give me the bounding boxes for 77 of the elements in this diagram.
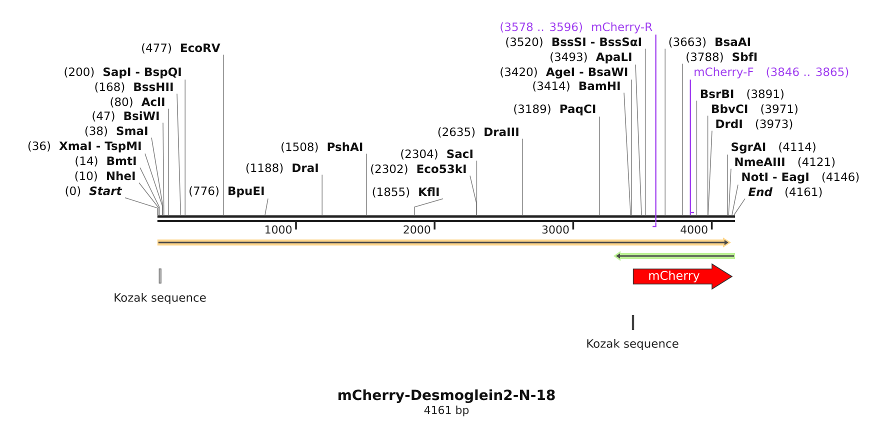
leader-line xyxy=(184,79,186,216)
leader-line xyxy=(664,48,666,216)
leader-line xyxy=(728,168,732,216)
leader-line xyxy=(264,198,268,216)
site-label: (3663) BsaAI xyxy=(669,37,750,48)
feature-mark xyxy=(158,268,162,284)
leader-line xyxy=(176,93,182,216)
scale-number: 3000 xyxy=(542,225,569,234)
site-label: (1855) KflI xyxy=(372,187,439,198)
leader-line xyxy=(708,130,712,216)
primer-label: mCherry-F (3846 .. 3865) xyxy=(694,67,848,78)
scale-number: 1000 xyxy=(266,225,292,234)
leader-line xyxy=(635,64,642,216)
leader-line xyxy=(599,116,600,216)
site-label: (776) BpuEI xyxy=(190,186,264,198)
leader-line xyxy=(734,198,746,216)
map-title: mCherry-Desmoglein2-N-18 xyxy=(338,389,555,404)
site-label: SgrAI (4114) xyxy=(732,142,816,154)
site-label: (1188) DraI xyxy=(246,163,318,174)
feature-label: Kozak sequence xyxy=(114,292,206,304)
sequence-feature xyxy=(614,251,735,261)
site-label: (36) XmaI - TspMI xyxy=(28,141,141,152)
leader-line xyxy=(414,198,444,216)
site-label: NmeAIII (4121) xyxy=(735,157,835,168)
site-label: (2304) SacI xyxy=(401,149,472,160)
length-label: 4161 bp xyxy=(424,406,469,416)
leader-line xyxy=(644,48,646,216)
site-label: (3414) BamHI xyxy=(533,81,620,92)
site-label: (3189) PaqCI xyxy=(514,104,596,116)
leader-line xyxy=(682,63,683,216)
sequence-feature: mCherry xyxy=(632,263,733,290)
leader-line xyxy=(162,122,164,216)
site-label: (14) BmtI xyxy=(76,156,136,167)
leader-line xyxy=(690,80,691,215)
leader-line xyxy=(707,115,708,216)
site-label: (3420) AgeI - BsaWI xyxy=(500,67,628,78)
end-label: End (4161) xyxy=(748,187,822,198)
leader-line xyxy=(366,153,367,216)
primer-label: (3578 .. 3596) mCherry-R xyxy=(500,22,652,34)
leader-line xyxy=(140,167,160,216)
site-label: (3520) BssSI - BssSαI xyxy=(506,37,642,48)
leader-line xyxy=(631,79,632,216)
leader-line xyxy=(168,108,169,216)
site-label: (38) SmaI xyxy=(85,126,148,137)
site-label: (200) SapI - BspQI xyxy=(64,67,181,78)
leader-line xyxy=(696,100,698,216)
site-label: (80) AclI xyxy=(110,97,164,108)
leader-line xyxy=(138,182,160,216)
site-label: BbvCI (3971) xyxy=(712,104,798,115)
leader-line xyxy=(144,153,163,216)
scale-number: 2000 xyxy=(404,225,430,234)
feature-mark xyxy=(632,315,634,330)
leader-line xyxy=(727,154,728,216)
site-label: NotI - EagI (4146) xyxy=(742,172,859,184)
site-label: (2302) Eco53kI xyxy=(371,164,466,175)
leader-line xyxy=(522,138,523,216)
site-label: (168) BssHII xyxy=(95,82,173,93)
leader-line xyxy=(624,92,631,216)
site-label: BsrBI (3891) xyxy=(700,89,784,100)
scale-number: 4000 xyxy=(680,225,708,234)
sequence-bar xyxy=(157,215,735,222)
site-label: (47) BsiWI xyxy=(92,111,159,122)
site-label: (3493) ApaLI xyxy=(550,52,632,64)
leader-line xyxy=(470,175,477,216)
site-label: (477) EcoRV xyxy=(142,43,220,54)
site-label: (10) NheI xyxy=(75,171,135,182)
leader-line xyxy=(223,54,224,216)
leader-line xyxy=(655,34,656,222)
site-label: DrdI (3973) xyxy=(716,119,792,130)
leader-line xyxy=(124,197,158,216)
leader-line xyxy=(732,184,738,216)
feature-label: Kozak sequence xyxy=(587,338,678,350)
site-label: (2635) DraIII xyxy=(438,127,518,138)
sequence-feature xyxy=(157,238,731,248)
site-label: (3788) SbfI xyxy=(686,52,757,63)
end-label: (0) Start xyxy=(66,186,122,197)
site-label: (1508) PshAI xyxy=(282,142,362,153)
